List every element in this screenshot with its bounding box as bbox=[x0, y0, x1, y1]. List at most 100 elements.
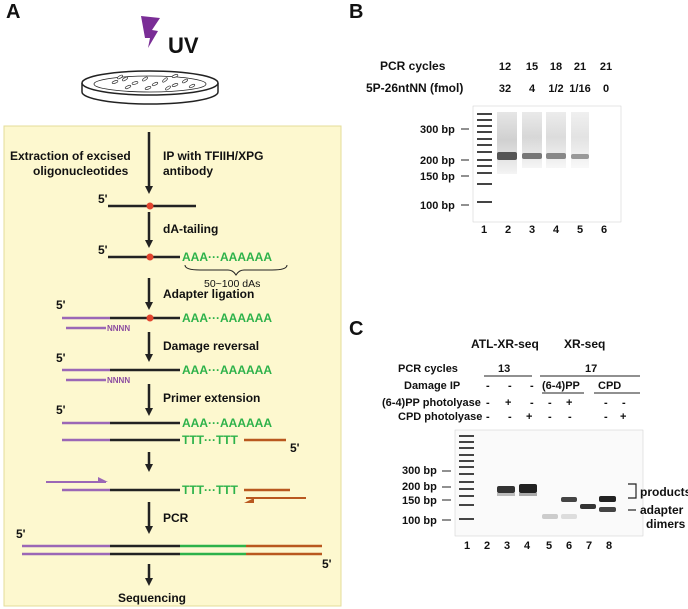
petri-dish-icon bbox=[81, 70, 219, 105]
c-marker-300: 300 bp bbox=[402, 465, 437, 477]
b-marker-300: 300 bp bbox=[420, 124, 455, 136]
c-group-xr: XR-seq bbox=[564, 337, 605, 351]
b-cycle-2: 15 bbox=[526, 61, 538, 73]
b-row-fmol-label: 5P-26ntNN (fmol) bbox=[366, 81, 463, 95]
c-cpd-v2: - bbox=[508, 411, 512, 423]
five-prime-7: 5' bbox=[16, 527, 26, 541]
b-fmol-1: 32 bbox=[499, 83, 511, 95]
step-damage-reversal: Damage reversal bbox=[163, 339, 259, 353]
c-lane-8: 8 bbox=[606, 540, 612, 552]
c-cpd-v5: - bbox=[568, 411, 572, 423]
b-lane-6: 6 bbox=[601, 224, 607, 236]
step-adapter-ligation: Adapter ligation bbox=[163, 287, 254, 301]
gel-b-markers: 300 bp 200 bp 150 bp 100 bp bbox=[420, 124, 469, 212]
ip-label-2: antibody bbox=[163, 164, 213, 178]
c-cpd-v6: - bbox=[604, 411, 608, 423]
workflow-box bbox=[3, 125, 342, 607]
five-prime-8: 5' bbox=[322, 557, 332, 571]
c-products-label: products bbox=[640, 485, 688, 499]
c-64-values: - + - - + - - bbox=[486, 397, 626, 409]
b-fmol-5: 0 bbox=[603, 83, 609, 95]
c-lane-1: 1 bbox=[464, 540, 470, 552]
forward-primer-arrow bbox=[46, 477, 108, 483]
b-marker-150: 150 bp bbox=[420, 171, 455, 183]
extraction-label-2: oligonucleotides bbox=[33, 164, 129, 178]
c-lane-3: 3 bbox=[504, 540, 510, 552]
c-lane-2: 2 bbox=[484, 540, 490, 552]
poly-a-2: AAA···AAAAAA bbox=[182, 250, 272, 264]
c-ip-dash-1: - bbox=[486, 380, 490, 392]
c-cpd-v7: + bbox=[620, 411, 626, 423]
c-cycles-17: 17 bbox=[585, 363, 597, 375]
b-lane-5: 5 bbox=[577, 224, 583, 236]
b-fmol-3: 1/2 bbox=[548, 83, 563, 95]
c-lane-6: 6 bbox=[566, 540, 572, 552]
panel-label-b: B bbox=[349, 1, 364, 23]
b-cycle-4: 21 bbox=[574, 61, 586, 73]
c-row-64: (6-4)PP photolyase bbox=[382, 397, 481, 409]
b-fmol-values: 32 4 1/2 1/16 0 bbox=[499, 83, 609, 95]
c-cpd-v4: - bbox=[548, 411, 552, 423]
five-prime-2: 5' bbox=[98, 243, 108, 257]
poly-a-4: AAA···AAAAAA bbox=[182, 363, 272, 377]
c-64-v2: + bbox=[505, 397, 511, 409]
c-ip-cpd: CPD bbox=[598, 380, 621, 392]
five-prime-1: 5' bbox=[98, 192, 108, 206]
uv-label: UV bbox=[168, 33, 199, 58]
step-sequencing: Sequencing bbox=[118, 591, 186, 605]
b-cycle-1: 12 bbox=[499, 61, 511, 73]
b-fmol-4: 1/16 bbox=[569, 83, 590, 95]
poly-a-5: AAA···AAAAAA bbox=[182, 416, 272, 430]
gel-c-markers: 300 bp 200 bp 150 bp 100 bp bbox=[402, 465, 451, 527]
b-cycles-values: 12 15 18 21 21 bbox=[499, 61, 612, 73]
extraction-label: Extraction of excised bbox=[10, 149, 131, 163]
da-brace bbox=[184, 264, 288, 276]
c-cpd-v1: - bbox=[486, 411, 490, 423]
panel-label-a: A bbox=[6, 1, 21, 23]
poly-t-6: TTT···TTT bbox=[182, 483, 239, 497]
step-primer-extension: Primer extension bbox=[163, 391, 260, 405]
poly-a-3: AAA···AAAAAA bbox=[182, 311, 272, 325]
c-64-v7: - bbox=[622, 397, 626, 409]
c-cpd-values: - - + - - - + bbox=[486, 411, 626, 423]
c-adapter-label: adapter bbox=[640, 503, 684, 517]
c-dimers-label: dimers bbox=[646, 517, 686, 531]
c-row-ip: Damage IP bbox=[404, 380, 460, 392]
b-marker-100: 100 bp bbox=[420, 200, 455, 212]
gel-c bbox=[454, 429, 644, 537]
gel-b-lanes: 1 2 3 4 5 6 bbox=[481, 224, 607, 236]
c-lane-5: 5 bbox=[546, 540, 552, 552]
reverse-primer-arrow bbox=[244, 497, 306, 503]
b-cycle-5: 21 bbox=[600, 61, 612, 73]
nnnn-label-1: NNNN bbox=[107, 324, 130, 333]
c-marker-100: 100 bp bbox=[402, 515, 437, 527]
b-cycle-3: 18 bbox=[550, 61, 562, 73]
gel-b bbox=[472, 105, 622, 223]
c-group-atl: ATL-XR-seq bbox=[471, 337, 539, 351]
panel-label-c: C bbox=[349, 318, 364, 340]
five-prime-4: 5' bbox=[56, 351, 66, 365]
c-lane-4: 4 bbox=[524, 540, 531, 552]
poly-t-5: TTT···TTT bbox=[182, 433, 239, 447]
step-pcr: PCR bbox=[163, 511, 189, 525]
b-row-cycles-label: PCR cycles bbox=[380, 59, 446, 73]
ip-label: IP with TFIIH/XPG bbox=[163, 149, 263, 163]
c-row-cycles: PCR cycles bbox=[398, 363, 458, 375]
step-da-tailing: dA-tailing bbox=[163, 222, 218, 236]
b-fmol-2: 4 bbox=[529, 83, 536, 95]
c-lane-7: 7 bbox=[586, 540, 592, 552]
b-lane-1: 1 bbox=[481, 224, 487, 236]
c-ip-dash-2: - bbox=[508, 380, 512, 392]
five-prime-3: 5' bbox=[56, 298, 66, 312]
uv-bolt-icon bbox=[141, 16, 160, 48]
products-bracket bbox=[628, 483, 637, 499]
c-64-v5: + bbox=[566, 397, 572, 409]
c-64-v3: - bbox=[530, 397, 534, 409]
c-64-v1: - bbox=[486, 397, 490, 409]
five-prime-6: 5' bbox=[290, 441, 300, 455]
b-lane-3: 3 bbox=[529, 224, 535, 236]
b-lane-2: 2 bbox=[505, 224, 511, 236]
c-cpd-v3: + bbox=[526, 411, 532, 423]
c-row-cpd: CPD photolyase bbox=[398, 411, 482, 423]
c-cycles-13: 13 bbox=[498, 363, 510, 375]
